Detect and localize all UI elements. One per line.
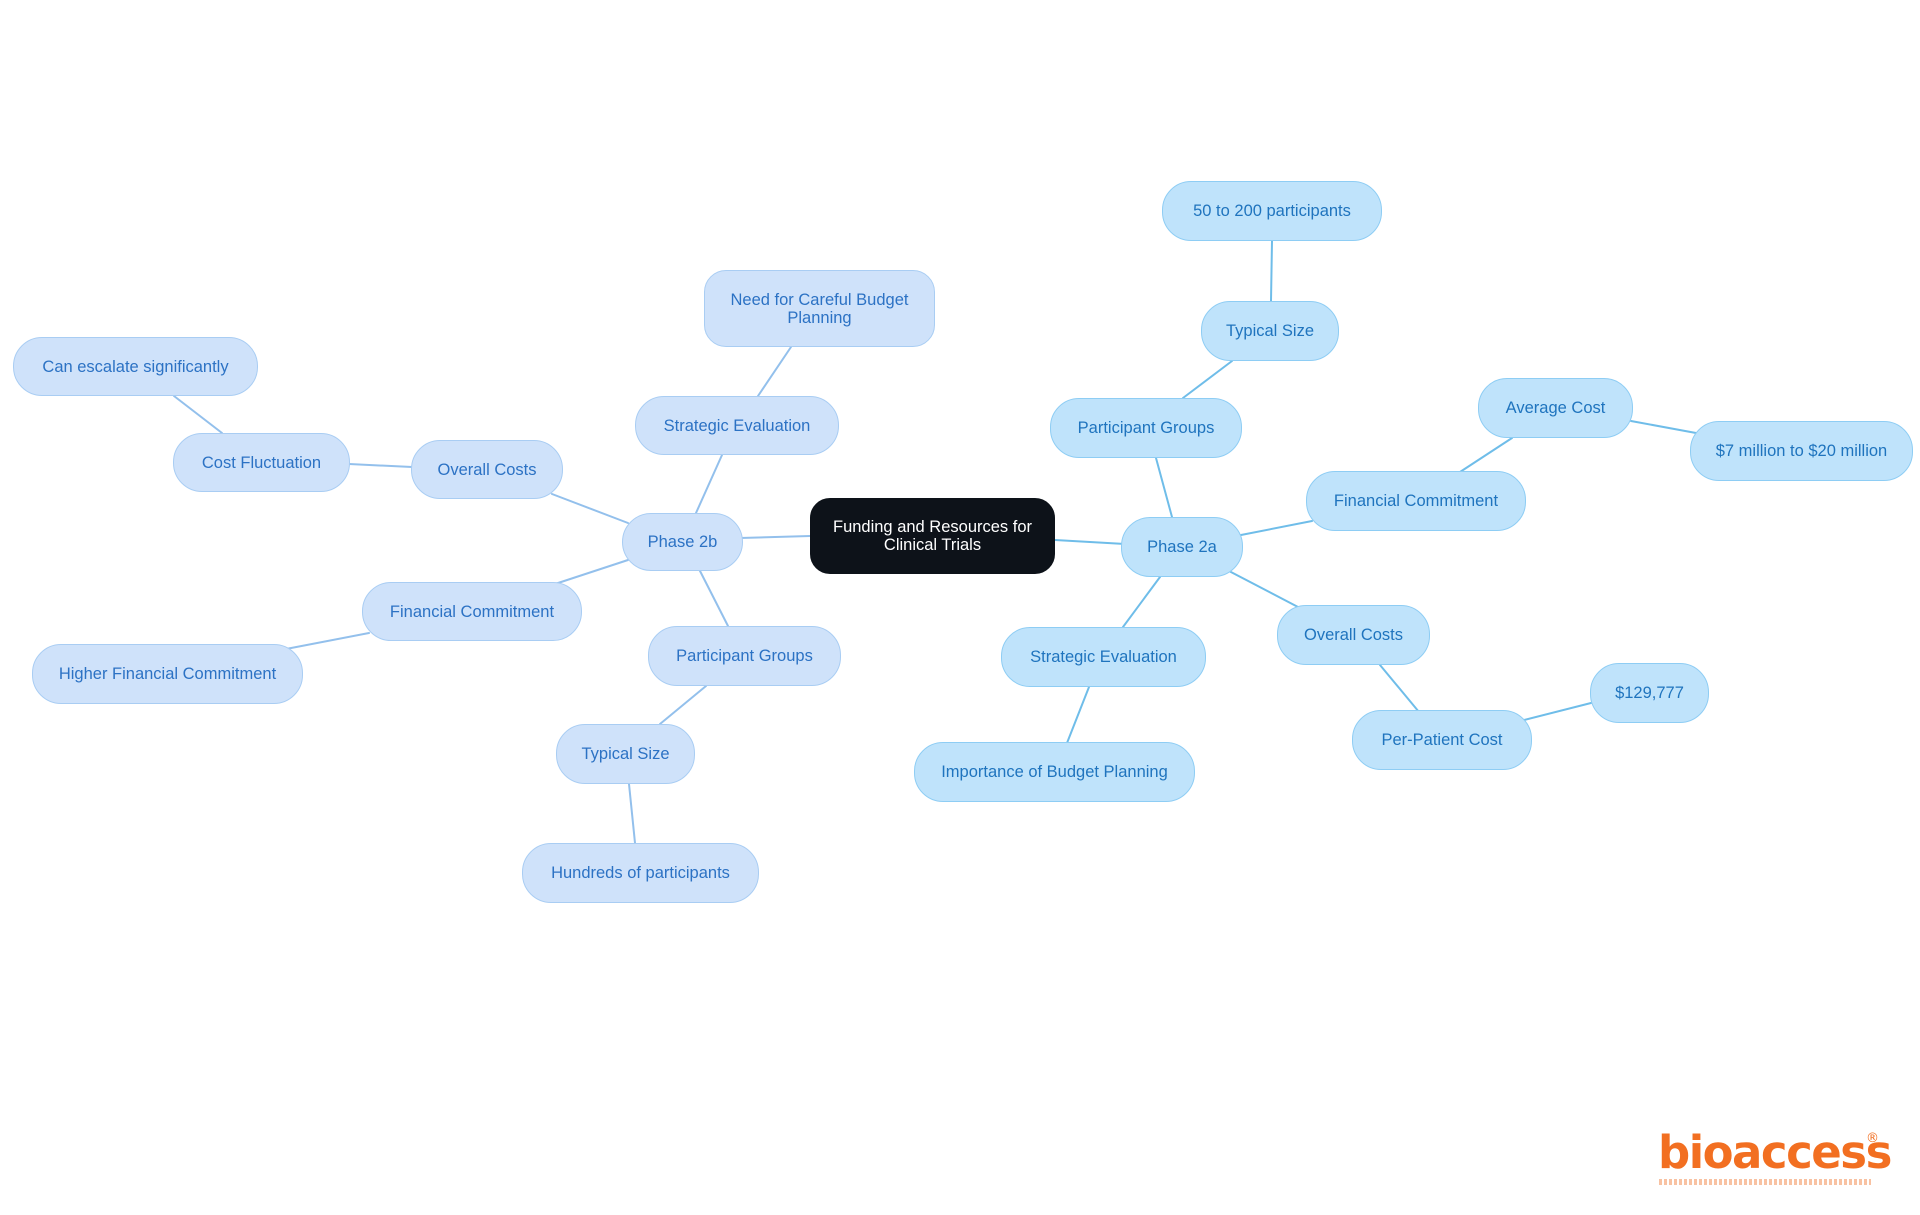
per-patient-cost-node[interactable]: Per-Patient Cost [1352,710,1532,770]
phase-2a-label: Phase 2a [1147,538,1217,556]
connector-phase2b-overall [551,493,629,524]
phase-2b-financial-commitment-label: Financial Commitment [389,602,555,621]
cost-fluctuation-node[interactable]: Cost Fluctuation [173,433,350,492]
phase-2b-participant-groups-node[interactable]: Participant Groups [648,626,841,686]
connector-phase2b-financial [554,559,629,585]
connector-typical-hundreds [628,783,636,844]
connector-center-phase2a [1054,539,1126,545]
higher-financial-commitment-label: Higher Financial Commitment [58,665,277,683]
connector-perpatient-value [1523,702,1592,721]
connector-phase2b-strategic [695,454,723,514]
129777-node[interactable]: $129,777 [1590,663,1709,723]
connector-phase2a-strategic [1122,576,1161,628]
7-to-20-million-label: $7 million to $20 million [1715,442,1888,460]
connector-financial-higher [285,632,370,650]
need-budget-planning-label: Need for Careful Budget Planning [730,290,909,327]
logo-wordmark: bioaccess [1658,1126,1892,1179]
phase-2a-typical-size-label: Typical Size [1225,322,1315,340]
can-escalate-label: Can escalate significantly [42,357,229,376]
phase-2a-strategic-evaluation-node[interactable]: Strategic Evaluation [1001,627,1206,687]
phase-2b-strategic-evaluation-label: Strategic Evaluation [663,416,811,435]
importance-budget-planning-node[interactable]: Importance of Budget Planning [914,742,1195,802]
phase-2b-participant-groups-label: Participant Groups [676,647,813,665]
importance-budget-planning-label: Importance of Budget Planning [941,763,1168,781]
phase-2b-node[interactable]: Phase 2b [622,513,743,571]
connector-center-phase2b [739,535,811,539]
hundreds-participants-node[interactable]: Hundreds of participants [522,843,759,903]
average-cost-node[interactable]: Average Cost [1478,378,1633,438]
connector-participants-typical [659,685,707,725]
cost-fluctuation-label: Cost Fluctuation [201,453,322,472]
connector-average-range [1630,420,1697,434]
phase-2b-typical-size-label: Typical Size [581,745,670,763]
connector-overall-perpatient [1379,664,1420,713]
phase-2a-financial-commitment-node[interactable]: Financial Commitment [1306,471,1526,531]
phase-2a-strategic-evaluation-label: Strategic Evaluation [1030,648,1177,666]
registered-mark-icon: ® [1866,1131,1879,1146]
can-escalate-node[interactable]: Can escalate significantly [13,337,258,396]
per-patient-cost-label: Per-Patient Cost [1381,731,1503,749]
50-to-200-participants-node[interactable]: 50 to 200 participants [1162,181,1382,241]
connector-strategic-importance [1066,686,1090,744]
phase-2a-financial-commitment-label: Financial Commitment [1333,492,1499,510]
higher-financial-commitment-node[interactable]: Higher Financial Commitment [32,644,303,704]
connector-phase2b-participants [698,568,729,627]
7-to-20-million-node[interactable]: $7 million to $20 million [1690,421,1913,481]
need-budget-planning-node[interactable]: Need for Careful Budget Planning [704,270,935,347]
connector-phase2a-participants [1155,457,1173,518]
logo-tagline-graphic [1659,1179,1871,1185]
connector-financial-average [1459,437,1513,473]
connector-participants-typical-2a [1182,360,1233,399]
connector-overall-fluctuation [348,463,413,468]
average-cost-label: Average Cost [1505,399,1606,417]
phase-2a-participant-groups-node[interactable]: Participant Groups [1050,398,1242,458]
50-to-200-participants-label: 50 to 200 participants [1193,202,1351,220]
hundreds-participants-label: Hundreds of participants [551,864,730,882]
129777-label: $129,777 [1615,684,1684,702]
connector-strategic-need [757,346,792,397]
phase-2b-overall-costs-label: Overall Costs [437,460,537,479]
phase-2a-participant-groups-label: Participant Groups [1077,419,1215,437]
center-node[interactable]: Funding and Resources for Clinical Trial… [810,498,1055,574]
connector-typical-50to200 [1270,240,1273,302]
connector-phase2a-overall [1228,570,1299,608]
phase-2a-overall-costs-label: Overall Costs [1303,626,1404,644]
phase-2a-typical-size-node[interactable]: Typical Size [1201,301,1339,361]
connector-phase2a-financial [1240,520,1313,536]
phase-2b-financial-commitment-node[interactable]: Financial Commitment [362,582,582,641]
phase-2b-strategic-evaluation-node[interactable]: Strategic Evaluation [635,396,839,455]
phase-2a-overall-costs-node[interactable]: Overall Costs [1277,605,1430,665]
phase-2b-overall-costs-node[interactable]: Overall Costs [411,440,563,499]
connector-fluctuation-escalate [173,395,223,434]
center-node-label: Funding and Resources for Clinical Trial… [832,518,1033,554]
phase-2b-typical-size-node[interactable]: Typical Size [556,724,695,784]
phase-2a-node[interactable]: Phase 2a [1121,517,1243,577]
phase-2b-label: Phase 2b [647,533,718,551]
bioaccess-logo: bioaccess ® [1658,1128,1892,1190]
